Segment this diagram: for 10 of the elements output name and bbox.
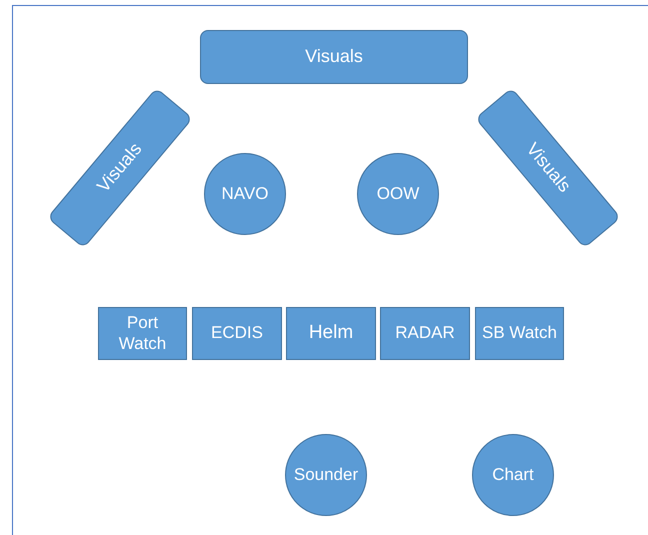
station-circle: OOW	[357, 153, 439, 235]
station-circle: NAVO	[204, 153, 286, 235]
console-box: ECDIS	[192, 307, 282, 360]
console-box: SB Watch	[475, 307, 564, 360]
station-circle: Chart	[472, 434, 554, 516]
console-box: Helm	[286, 307, 376, 360]
station-circle: Sounder	[285, 434, 367, 516]
console-box: Port Watch	[98, 307, 187, 360]
visuals-panel: Visuals	[200, 30, 468, 84]
console-box: RADAR	[380, 307, 470, 360]
